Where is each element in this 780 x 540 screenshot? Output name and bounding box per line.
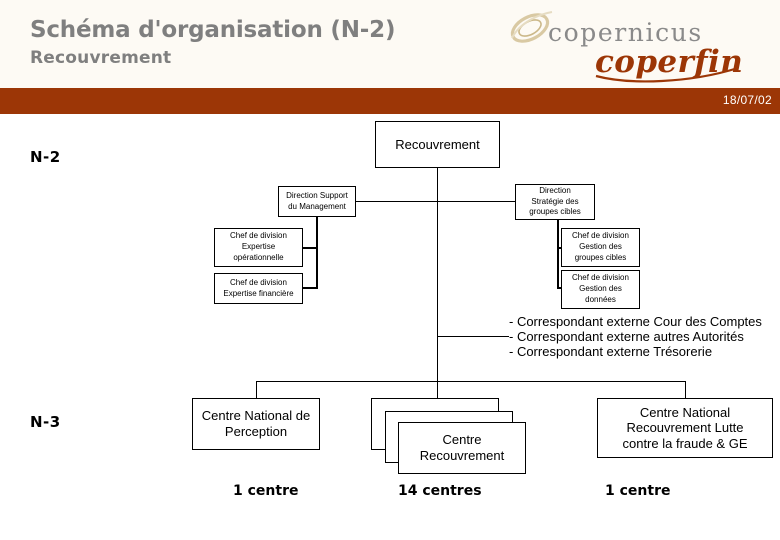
- cr-line2: Recouvrement: [419, 448, 505, 463]
- connector-dir-right-spine: [557, 217, 559, 288]
- connector-main-trunk: [437, 168, 438, 381]
- connector-dir-left-spine: [316, 217, 318, 288]
- connector-root-to-dir-right: [437, 201, 515, 202]
- connector-root-to-correspondants: [437, 336, 509, 337]
- connector-n3-drop-right: [685, 381, 686, 398]
- chef-exp-op-line1: Chef de division: [230, 231, 287, 241]
- connector-n3-drop-left: [256, 381, 257, 398]
- chef-exp-op-line2: Expertise: [241, 242, 276, 252]
- cr-line1: Centre: [442, 432, 482, 448]
- connector-dir-left-branch-2: [303, 287, 318, 289]
- org-box-chef-gestion-groupes-cibles[interactable]: Chef de division Gestion des groupes cib…: [561, 228, 640, 267]
- dir-strategie-line2: Stratégie des: [531, 196, 579, 206]
- caption-centre-recouvrement: 14 centres: [398, 483, 482, 499]
- connector-root-to-dir-left: [356, 201, 438, 202]
- org-box-recouvrement[interactable]: Recouvrement: [375, 121, 500, 168]
- correspondant-item-2: - Correspondant externe autres Autorités: [509, 329, 744, 344]
- chef-gest-don-line2: Gestion des: [579, 284, 622, 294]
- connector-n3-drop-middle: [437, 381, 438, 398]
- org-box-centre-national-perception[interactable]: Centre National de Perception: [192, 398, 320, 450]
- page-title: Schéma d'organisation (N-2): [30, 17, 396, 43]
- correspondant-item-3: - Correspondant externe Trésorerie: [509, 344, 713, 359]
- header-background: [0, 0, 780, 88]
- org-box-direction-strategie-groupes-cibles[interactable]: Direction Stratégie des groupes cibles: [515, 184, 595, 220]
- cnrl-line3: contre la fraude & GE: [622, 435, 748, 451]
- org-box-chef-gestion-donnees[interactable]: Chef de division Gestion des données: [561, 270, 640, 309]
- correspondants-list: - Correspondant externe Cour des Comptes…: [509, 314, 762, 359]
- chef-exp-fin-line1: Chef de division: [230, 277, 287, 287]
- chef-gest-gc-line3: groupes cibles: [574, 252, 627, 262]
- cnrl-line2: Recouvrement Lutte: [626, 420, 744, 436]
- header-color-band: [0, 88, 780, 114]
- logo-secondary-text: coperfin: [595, 44, 743, 83]
- connector-dir-left-branch-1: [303, 247, 318, 249]
- org-box-recouvrement-label: Recouvrement: [395, 136, 480, 152]
- caption-centre-national-recouvrement-fraude: 1 centre: [605, 483, 671, 499]
- dir-support-line1: Direction Support: [286, 190, 348, 200]
- dir-strategie-line1: Direction: [539, 185, 571, 195]
- connector-n3-bar: [256, 381, 686, 382]
- org-box-centre-national-recouvrement-fraude[interactable]: Centre National Recouvrement Lutte contr…: [597, 398, 773, 458]
- dir-strategie-line3: groupes cibles: [529, 207, 581, 217]
- level-label-n3: N-3: [30, 413, 61, 431]
- chef-exp-fin-line2: Expertise financière: [223, 288, 294, 298]
- svg-text:coperfin: coperfin: [595, 44, 743, 80]
- logo-primary-text: copernicus: [548, 18, 703, 47]
- chef-gest-gc-line2: Gestion des: [579, 242, 622, 252]
- page-subtitle: Recouvrement: [30, 48, 172, 68]
- correspondant-item-1: - Correspondant externe Cour des Comptes: [509, 314, 762, 329]
- chef-gest-gc-line1: Chef de division: [572, 231, 629, 241]
- cnp-line1: Centre National de: [201, 408, 311, 424]
- dir-support-line2: du Management: [288, 201, 346, 211]
- date-label: 18/07/02: [722, 93, 772, 107]
- org-box-centre-recouvrement[interactable]: Centre Recouvrement: [398, 422, 526, 474]
- org-box-direction-support-management[interactable]: Direction Support du Management: [278, 186, 356, 217]
- level-label-n2: N-2: [30, 148, 61, 166]
- org-box-chef-expertise-operationnelle[interactable]: Chef de division Expertise opérationnell…: [214, 228, 303, 267]
- chef-exp-op-line3: opérationnelle: [233, 252, 284, 262]
- copernicus-coperfin-logo: copernicus coperfin: [500, 8, 776, 86]
- caption-centre-national-perception: 1 centre: [233, 483, 299, 499]
- cnp-line2: Perception: [224, 424, 288, 439]
- chef-gest-don-line1: Chef de division: [572, 273, 629, 283]
- logo-swirl-icon: [510, 11, 553, 43]
- org-box-chef-expertise-financiere[interactable]: Chef de division Expertise financière: [214, 273, 303, 304]
- cnrl-line1: Centre National: [639, 404, 731, 420]
- chef-gest-don-line3: données: [585, 294, 616, 304]
